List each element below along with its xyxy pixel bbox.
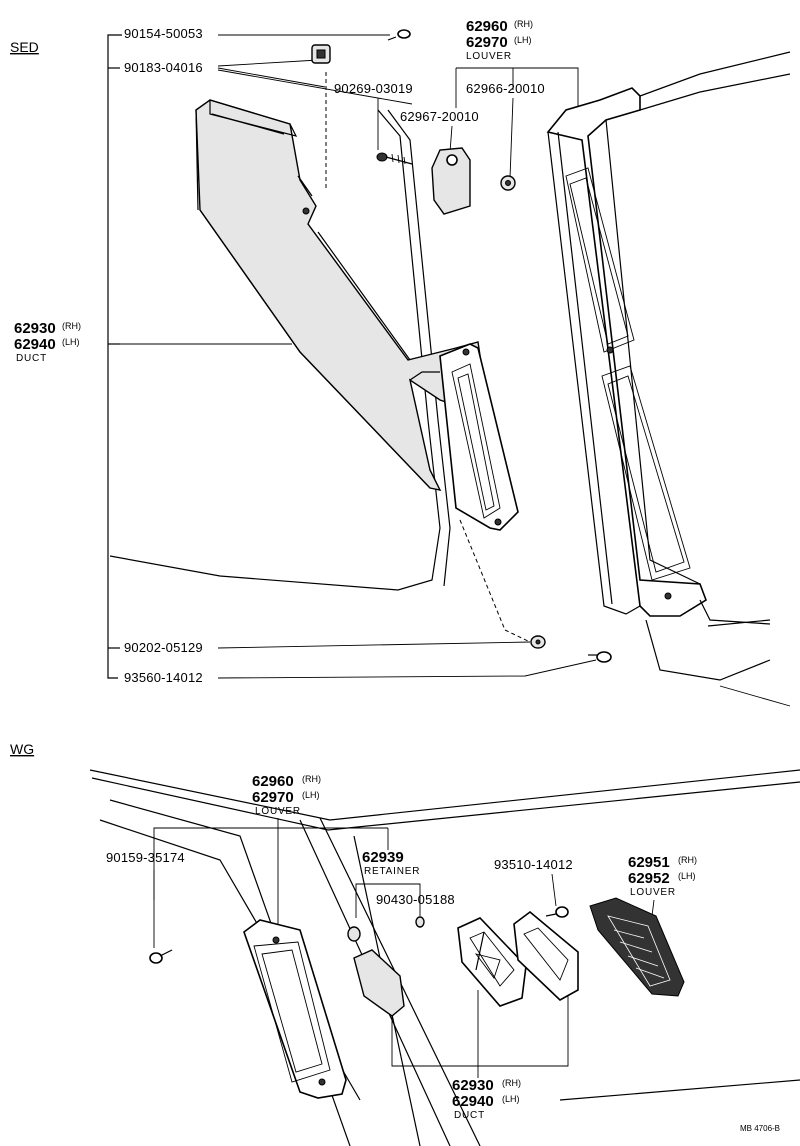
label-wg-duct-rh: 62930 [452,1077,494,1094]
label-louver-caption: LOUVER [466,51,512,62]
label-93510-14012: 93510-14012 [494,857,573,872]
screw-90159-icon [149,949,173,964]
leader-90202 [217,641,531,649]
bracket-62967-icon [431,147,471,215]
leader-wg-louver-bracket [153,827,388,900]
label-wg-louver2-caption: LOUVER [630,887,676,898]
nut-90202-icon [530,635,546,649]
label-duct-rh: 62930 [14,320,56,337]
label-retainer-caption: RETAINER [364,866,420,877]
label-wg-louver-lh: 62970 [252,789,294,806]
label-wg-duct-rh-tag: (RH) [502,1078,521,1088]
label-wg-louver2-lh-tag: (LH) [678,871,696,881]
sed-section-title: SED [10,39,39,55]
sed-body-panel-edge [387,109,451,587]
label-62967-20010: 62967-20010 [400,109,479,124]
sed-section: SED 90154-50053 90183-04016 90269-03019 … [10,18,791,707]
label-duct-rh-tag: (RH) [62,321,81,331]
label-90159-35174: 90159-35174 [106,850,185,865]
label-93560-14012: 93560-14012 [124,670,203,685]
screw-90154-icon [387,29,411,41]
label-louver-lh: 62970 [466,34,508,51]
duct-frame-wg [513,910,579,1001]
label-90430-05188: 90430-05188 [376,892,455,907]
label-duct-caption: DUCT [16,353,47,364]
label-wg-duct-lh-tag: (LH) [502,1094,520,1104]
assembly-line-nut [459,519,506,631]
clip-90430-icon [347,916,425,942]
label-louver-rh-tag: (RH) [514,19,533,29]
duct-gasket-wg [457,917,527,1007]
label-90183-04016: 90183-04016 [124,60,203,75]
label-louver-rh: 62960 [466,18,508,35]
wg-section: WG 62960 (RH) 62970 (LH) LOUVER 90159-35… [10,741,800,1146]
label-wg-louver2-lh: 62952 [628,870,670,887]
retainer-pad-wg [353,949,405,1017]
wg-body-line-b [91,777,800,831]
wg-section-title: WG [10,741,34,757]
leader-90183-d [217,69,413,105]
drawing-reference: MB 4706-B [740,1124,780,1133]
leader-93560 [217,659,597,679]
duct-sed [195,99,487,491]
screw-93560-icon [588,651,612,663]
label-wg-louver-rh: 62960 [252,773,294,790]
wg-floor-line [559,1079,800,1101]
assembly-line-nut-b [504,629,531,643]
leader-62966 [509,97,514,179]
louver-panel-sed [546,51,791,707]
screw-90269-icon [376,152,413,165]
label-90154-50053: 90154-50053 [124,26,203,41]
label-90202-05129: 90202-05129 [124,640,203,655]
sed-left-bracket [107,34,122,679]
nut-62966-icon [500,175,516,191]
leader-62967 [449,125,453,153]
label-duct-lh: 62940 [14,336,56,353]
leader-90430-bracket [355,883,421,918]
label-62966-20010: 62966-20010 [466,81,545,96]
duct-outlet-sed [439,343,519,531]
label-wg-louver2-rh-tag: (RH) [678,855,697,865]
leader-louver2 [651,899,655,917]
label-wg-louver2-rh: 62951 [628,854,670,871]
screw-93510-icon [545,906,569,918]
label-wg-louver-rh-tag: (RH) [302,774,321,784]
leader-90183 [217,59,319,67]
louver-grille-wg [589,897,685,997]
wg-body-line [89,769,800,821]
label-wg-duct-caption: DUCT [454,1110,485,1121]
clip-90183-icon [311,44,331,64]
louver-frame-wg [243,919,347,1099]
leader-90183-b [217,67,326,88]
label-duct-lh-tag: (LH) [62,337,80,347]
label-wg-duct-lh: 62940 [452,1093,494,1110]
leader-wg-duct-bracket [391,988,569,1067]
label-90269-03019: 90269-03019 [334,81,413,96]
label-wg-louver-caption: LOUVER [255,806,301,817]
leader-louver-bracket [456,67,579,120]
label-retainer-no: 62939 [362,849,404,866]
sed-body-panel-outline [109,109,441,591]
label-louver-lh-tag: (LH) [514,35,532,45]
label-wg-louver-lh-tag: (LH) [302,790,320,800]
leader-93510 [551,873,557,907]
